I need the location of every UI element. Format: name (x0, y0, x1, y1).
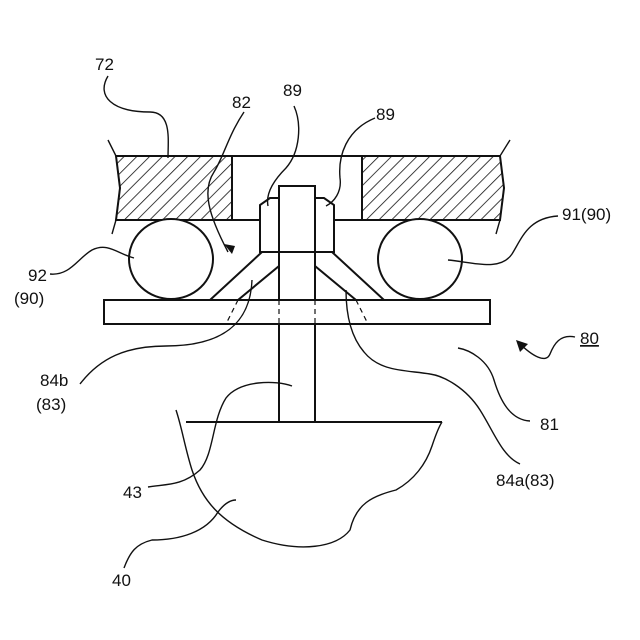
label-40: 40 (112, 571, 131, 590)
boss-89 (260, 186, 334, 300)
ball-91 (378, 219, 462, 299)
label-84b: 84b (40, 371, 68, 390)
label-80: 80 (580, 329, 599, 348)
rib-84a (315, 252, 384, 300)
label-82: 82 (232, 93, 251, 112)
label-92-sub: (90) (14, 289, 44, 308)
rib-84b (210, 252, 279, 300)
label-92: 92 (28, 266, 47, 285)
label-43: 43 (123, 483, 142, 502)
plate-81 (104, 300, 490, 324)
label-91: 91(90) (562, 205, 611, 224)
ball-92 (129, 219, 213, 299)
label-84a: 84a(83) (496, 471, 555, 490)
label-72: 72 (95, 55, 114, 74)
label-89-left: 89 (283, 81, 302, 100)
label-81: 81 (540, 415, 559, 434)
label-84b-sub: (83) (36, 395, 66, 414)
body-40 (176, 410, 442, 547)
shaft-43 (279, 324, 315, 422)
label-89-right: 89 (376, 105, 395, 124)
